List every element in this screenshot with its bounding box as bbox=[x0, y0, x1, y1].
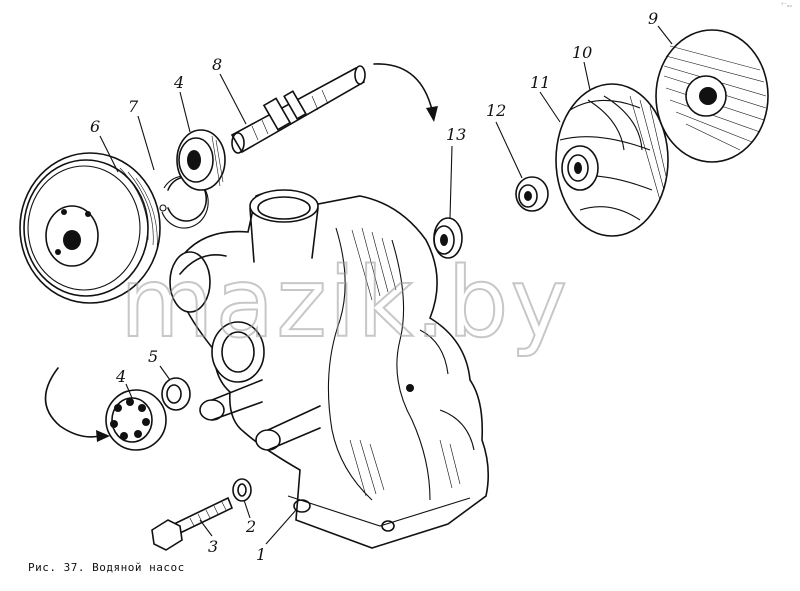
part-6-pulley bbox=[19, 152, 161, 304]
callout-4-top: 4 bbox=[173, 73, 184, 92]
corner-mark: °⁻ₒₒ bbox=[780, 2, 792, 9]
part-5-ring bbox=[161, 377, 191, 411]
part-2-spring-washer bbox=[232, 478, 252, 502]
callout-10: 10 bbox=[572, 43, 592, 62]
callout-1: 1 bbox=[256, 545, 266, 564]
callout-3: 3 bbox=[208, 537, 218, 556]
rotation-arrow-upper bbox=[373, 63, 433, 111]
part-4-bearing-lower bbox=[105, 389, 167, 451]
callout-13: 13 bbox=[446, 125, 466, 144]
part-7-circlip bbox=[159, 175, 209, 229]
part-13-seal bbox=[433, 217, 463, 259]
part-1-pump-housing bbox=[169, 189, 490, 549]
part-8-shaft bbox=[230, 65, 366, 154]
callout-6: 6 bbox=[90, 117, 100, 136]
callout-11: 11 bbox=[530, 73, 550, 92]
part-12-bushing bbox=[515, 176, 549, 212]
part-3-bolt bbox=[151, 496, 234, 551]
callout-2: 2 bbox=[245, 517, 256, 536]
part-11-impeller bbox=[555, 83, 669, 237]
callout-layer: 6 7 4 8 13 12 11 10 9 5 4 2 3 1 bbox=[90, 9, 673, 564]
figure-caption: Рис. 37. Водяной насос bbox=[28, 561, 185, 574]
callout-7: 7 bbox=[128, 97, 139, 116]
part-4-bearing-top bbox=[176, 129, 226, 191]
callout-5: 5 bbox=[148, 347, 158, 366]
callout-12: 12 bbox=[486, 101, 506, 120]
rotation-arrow-lower bbox=[44, 367, 101, 438]
callout-8: 8 bbox=[212, 55, 222, 74]
part-9-back-plate bbox=[655, 29, 769, 163]
callout-9: 9 bbox=[648, 9, 658, 28]
watermark-text: mazik.by bbox=[120, 247, 569, 359]
callout-4-lower: 4 bbox=[115, 367, 126, 386]
